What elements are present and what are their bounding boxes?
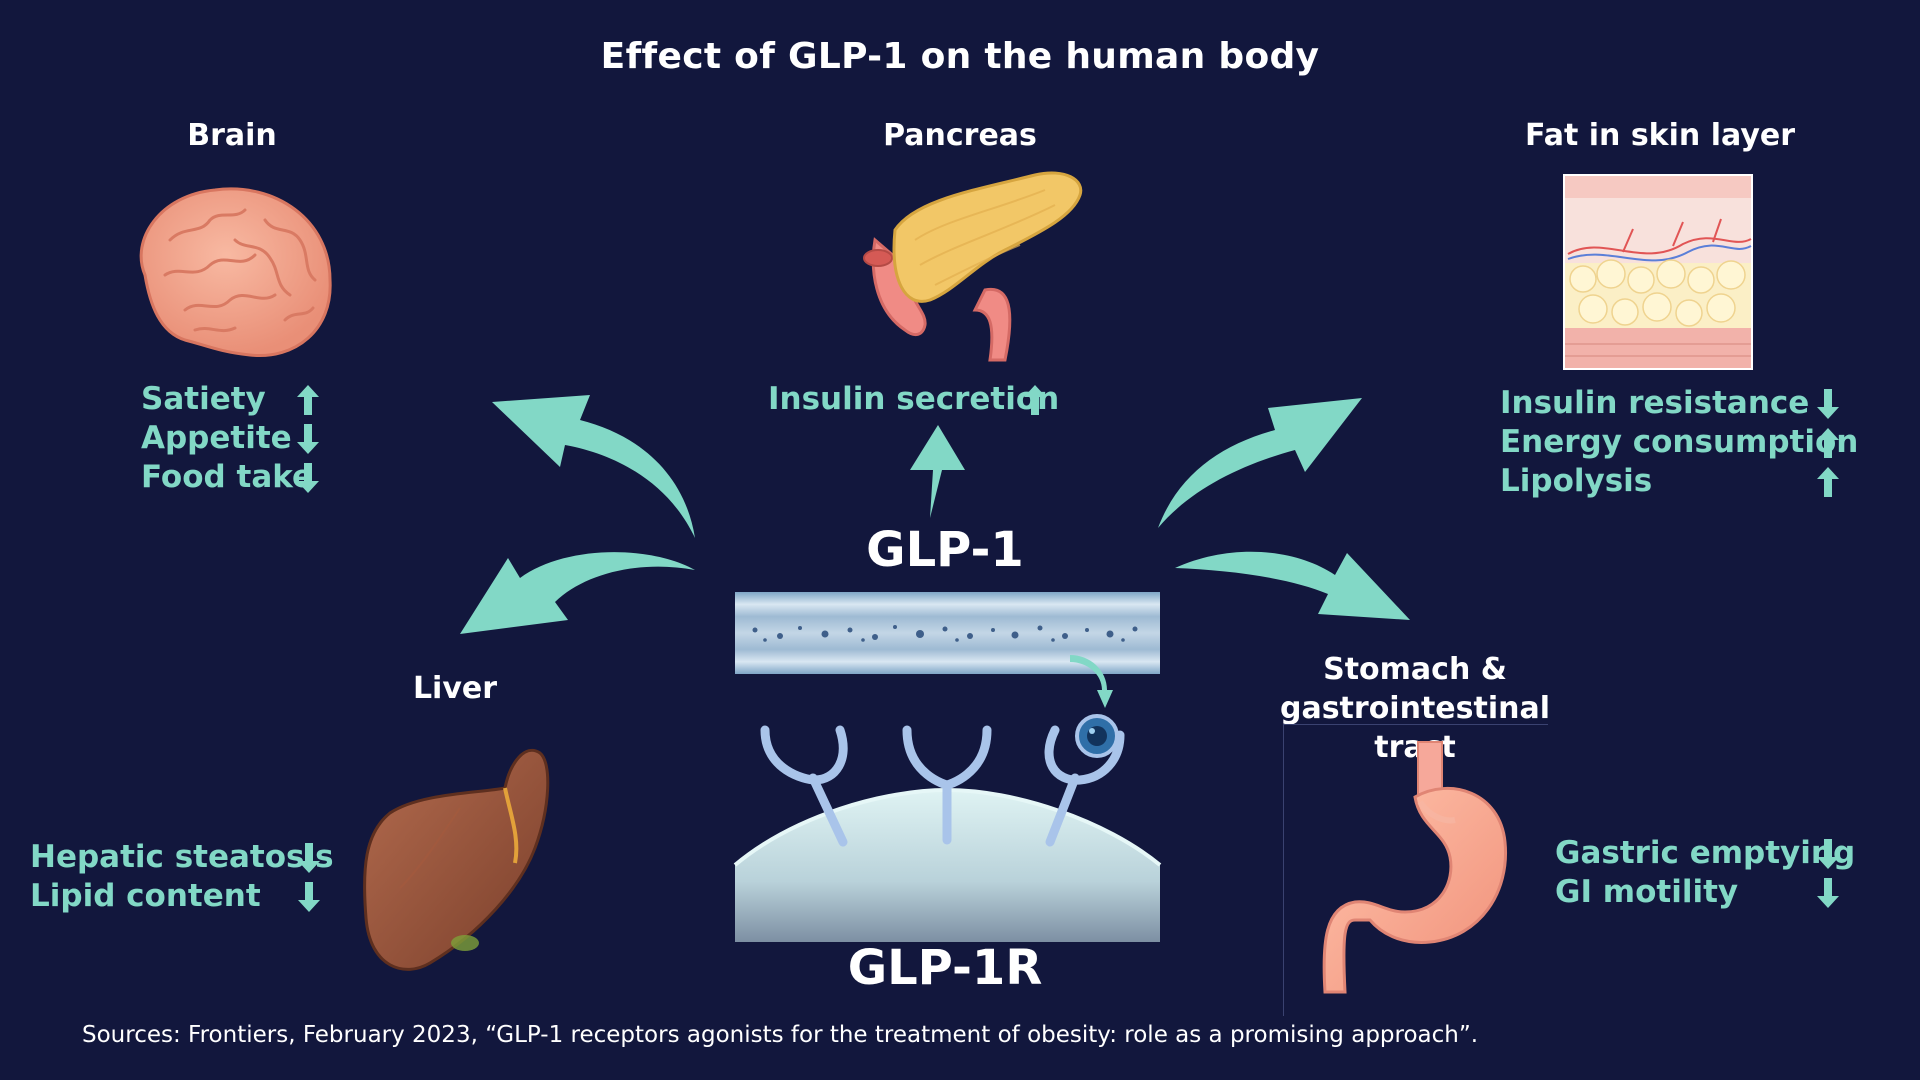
liver-label: Liver [412,671,498,706]
arrow-to-liver [460,552,695,634]
source-citation: Sources: Frontiers, February 2023, “GLP-… [82,1022,1479,1048]
liver-icon [363,749,550,971]
effect-appetite: Appetite [141,419,313,458]
effect-food-take: Food take [141,458,313,497]
effect-lipid-content: Lipid content [30,877,334,916]
effect-satiety: Satiety [141,380,313,419]
stomach-effects: Gastric emptying GI motility [1555,834,1855,912]
divider-vertical [1283,724,1284,1016]
page-title: Effect of GLP-1 on the human body [600,36,1320,77]
effect-gastric-emptying: Gastric emptying [1555,835,1856,871]
brain-effects: Satiety Appetite Food take [141,380,313,497]
cell-receptor-icon [733,655,1162,942]
fat-label: Fat in skin layer [1524,118,1796,153]
arrow-to-brain [492,395,695,538]
pancreas-label: Pancreas [883,118,1037,153]
divider-horizontal [1283,724,1548,725]
arrow-to-pancreas [910,425,965,518]
brain-icon [139,187,332,358]
effect-gi-motility: GI motility [1555,873,1855,912]
binding-arrow [1070,655,1113,708]
stomach-icon [1322,741,1508,994]
glp1-label: GLP-1 [866,522,1024,578]
effect-insulin-secretion: Insulin secretion [768,381,1060,417]
effect-hepatic-steatosis: Hepatic steatosis [30,839,334,875]
glp1r-label: GLP-1R [847,940,1043,996]
brain-label: Brain [187,118,277,153]
skin-fat-icon [1563,174,1753,370]
effect-lipolysis: Lipolysis [1500,462,1858,501]
effect-energy-consumption: Energy consumption [1500,424,1859,460]
liver-effects: Hepatic steatosis Lipid content [30,838,334,916]
pancreas-icon [863,171,1083,362]
effect-insulin-resistance: Insulin resistance [1500,384,1858,423]
stomach-label-line1: Stomach & [1323,652,1507,687]
arrow-to-fat [1158,398,1362,528]
fat-effects: Insulin resistance Energy consumption Li… [1500,384,1858,501]
pancreas-effects: Insulin secretion [768,380,1059,419]
arrow-to-stomach [1175,551,1410,620]
